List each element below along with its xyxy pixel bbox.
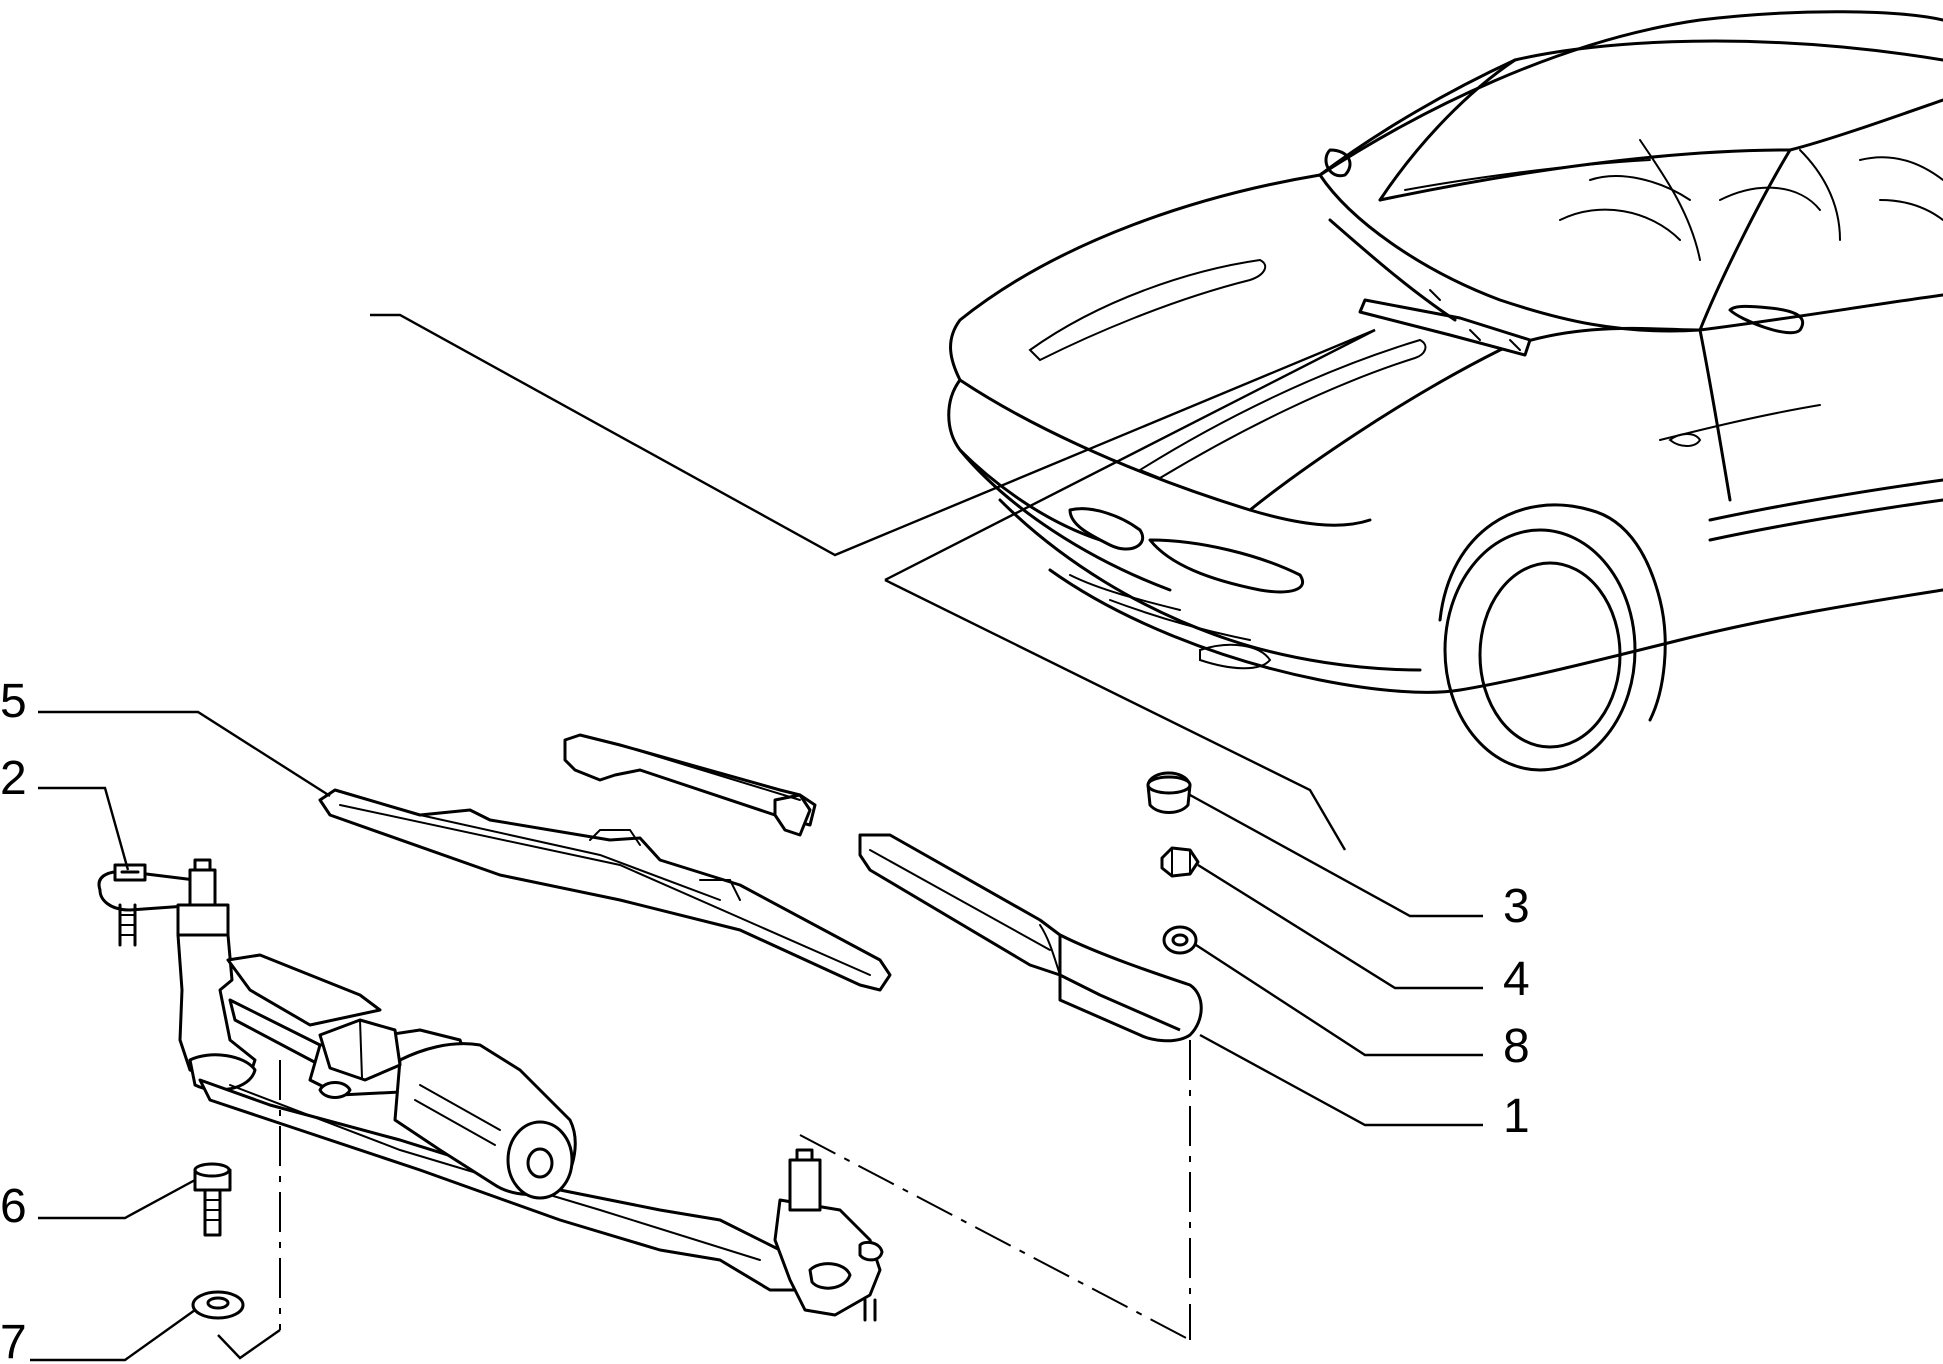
callout-7: 7	[0, 1316, 27, 1364]
zoom-leaders	[370, 313, 1376, 851]
callout-3: 3	[1503, 880, 1530, 933]
callout-labels: 5 2 6 7 3 4 8 1	[0, 675, 1530, 1364]
callout-5: 5	[0, 675, 27, 728]
callout-1: 1	[1503, 1090, 1530, 1143]
wiper-arm	[563, 733, 1203, 1043]
callout-6: 6	[0, 1180, 27, 1233]
callout-2: 2	[0, 752, 27, 805]
car-illustration	[947, 10, 1943, 772]
callout-4: 4	[1503, 953, 1530, 1006]
wiper-blade	[318, 788, 892, 992]
alignment-lines	[279, 1040, 1191, 1341]
wiper-linkage-motor	[97, 858, 884, 1322]
callout-8: 8	[1503, 1020, 1530, 1073]
small-parts	[191, 771, 1200, 1320]
callout-leaders	[30, 710, 1483, 1362]
